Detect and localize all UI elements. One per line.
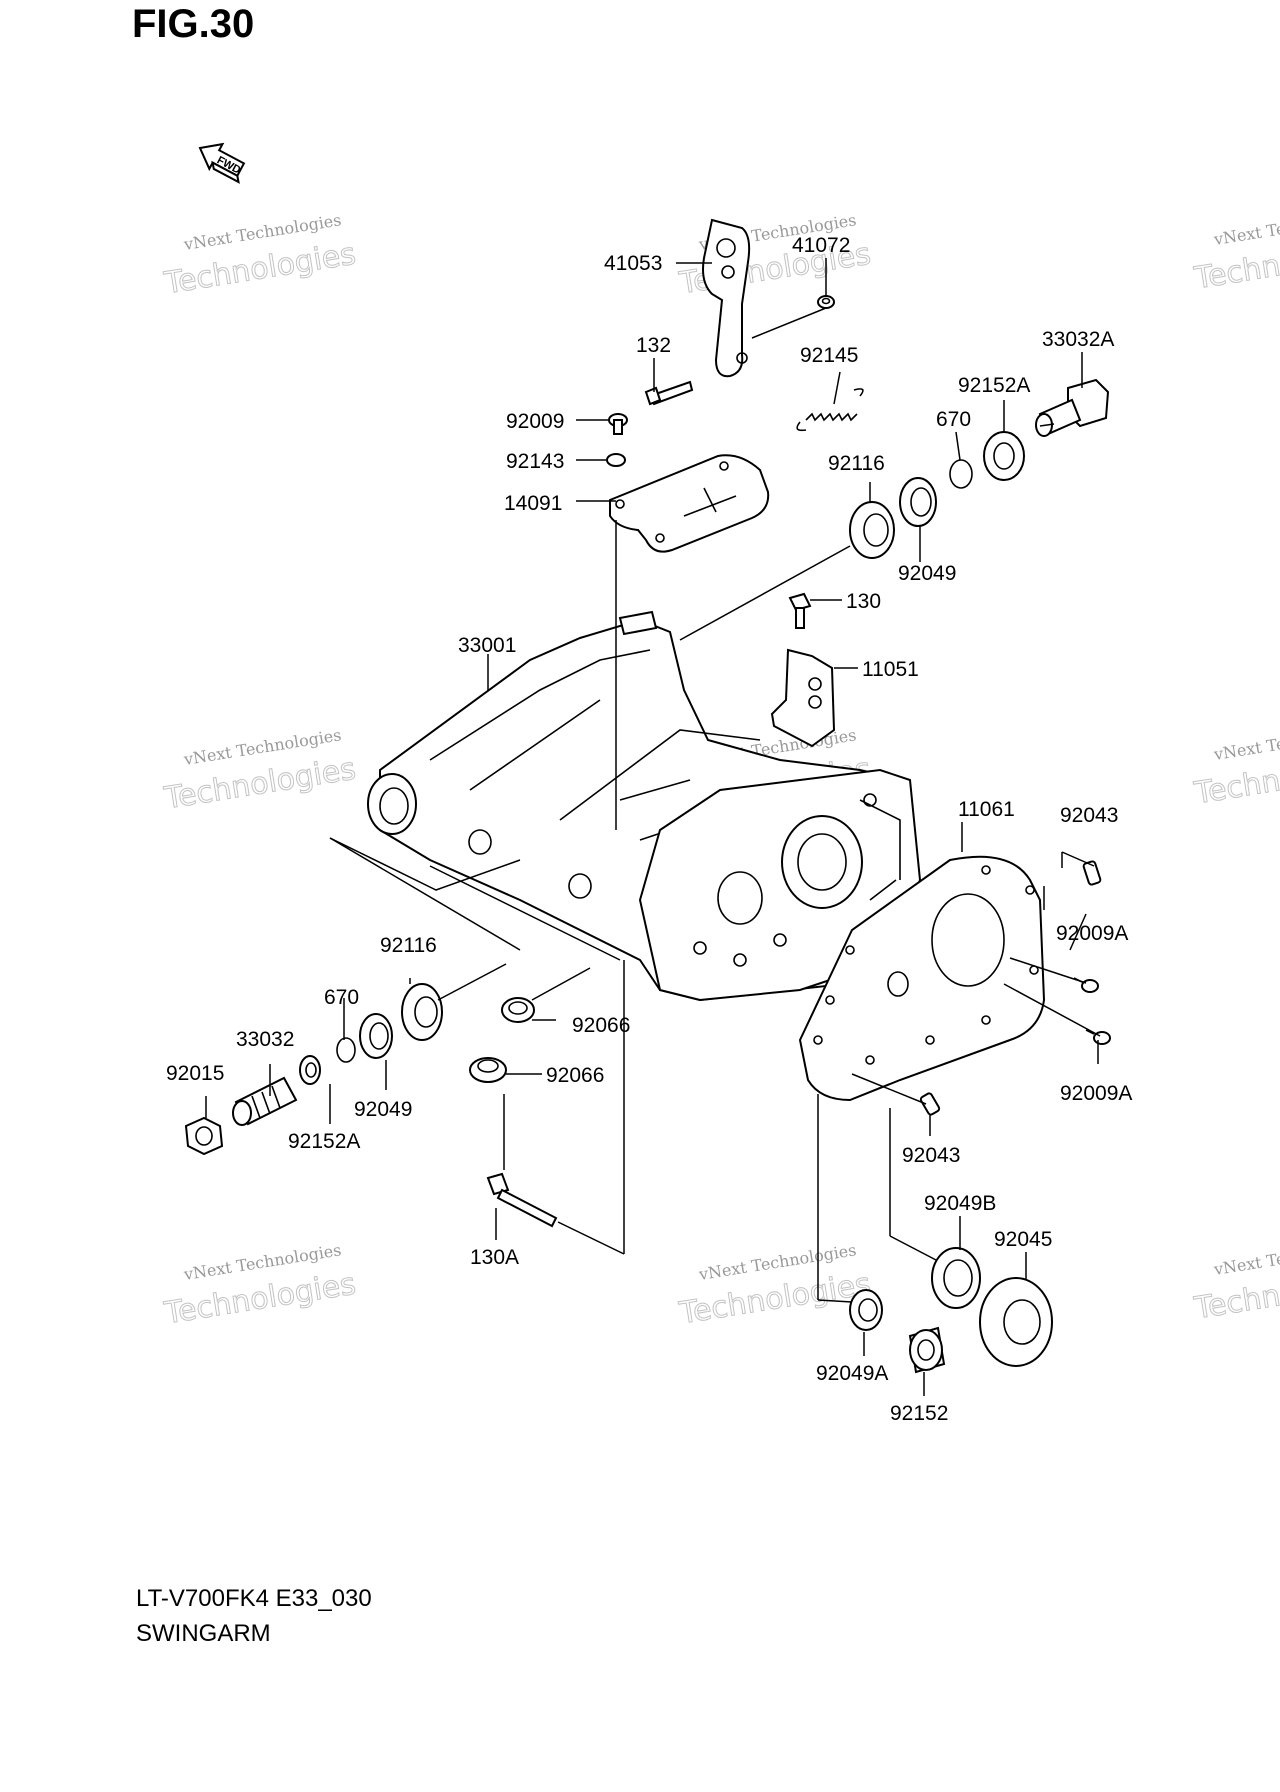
callout-14091: 14091	[504, 492, 562, 515]
callout-92066-upper: 92066	[572, 1014, 630, 1037]
callout-92066-lower: 92066	[546, 1064, 604, 1087]
callout-92145: 92145	[800, 344, 858, 367]
torque-link	[702, 218, 751, 378]
pivot-shaft-33032A	[1035, 378, 1110, 437]
section-name: SWINGARM	[136, 1620, 271, 1647]
callout-92152A: 92152A	[958, 374, 1030, 397]
leader-lines	[205, 258, 1101, 1396]
nut-41072	[817, 295, 835, 309]
dowel-pin-92043-top	[1082, 860, 1102, 886]
svg-text:vNext Technologies: vNext Technologies	[1212, 720, 1280, 764]
callout-92045: 92045	[994, 1228, 1052, 1251]
cover-plate-14091	[609, 454, 770, 553]
seal-92049-top	[899, 477, 937, 527]
callout-41072: 41072	[792, 234, 850, 257]
callout-11051: 11051	[862, 658, 919, 681]
callout-92009: 92009	[506, 410, 564, 433]
callout-92049-lower: 92049	[354, 1098, 412, 1121]
pivot-shaft-33032	[232, 1076, 298, 1126]
nut-92015	[184, 1116, 224, 1156]
seal-92049B	[931, 1247, 981, 1309]
callout-11061: 11061	[958, 798, 1015, 821]
callout-33032A: 33032A	[1042, 328, 1114, 351]
model-code: LT-V700FK4 E33_030	[136, 1585, 372, 1612]
watermark: vNext Technologies Technologies	[161, 1240, 359, 1332]
callout-33001: 33001	[458, 634, 516, 657]
callout-41053: 41053	[604, 252, 662, 275]
collar-92152	[908, 1326, 946, 1374]
bolt-132	[644, 380, 694, 406]
callout-670-lower: 670	[324, 986, 359, 1009]
callout-92015: 92015	[166, 1062, 224, 1085]
bearing-92116-top	[849, 501, 895, 559]
figure-title: FIG.30	[132, 2, 255, 46]
collar-92152A-lower	[299, 1055, 321, 1085]
seal-92049-lower	[359, 1013, 393, 1059]
bolt-130	[788, 592, 812, 629]
bolt-130A	[486, 1172, 558, 1228]
callout-92152: 92152	[890, 1402, 948, 1425]
bearing-92116-lower	[401, 983, 443, 1041]
callout-92049B: 92049B	[924, 1192, 996, 1215]
callout-92143: 92143	[506, 450, 564, 473]
callout-92152A-lower: 92152A	[288, 1130, 360, 1153]
seal-92049A	[849, 1289, 883, 1331]
watermark: vNext Technologies Technologies	[161, 210, 359, 302]
callout-92049A: 92049A	[816, 1362, 888, 1385]
washer-92143	[606, 453, 626, 467]
dowel-pin-92043-bottom	[919, 1092, 941, 1116]
watermark: vNext Technologies Technologies	[1191, 1235, 1280, 1327]
watermark: vNext Technologies Technologies	[676, 1240, 874, 1332]
callout-92116-lower: 92116	[380, 934, 437, 957]
callout-92049: 92049	[898, 562, 956, 585]
circlip-670-lower	[336, 1037, 356, 1063]
bracket-11051	[770, 648, 836, 748]
callout-92009A-upper: 92009A	[1056, 922, 1128, 945]
spring-92145	[796, 388, 864, 432]
watermark: vNext Technologies Technologies	[1191, 720, 1280, 812]
callout-92043-top: 92043	[1060, 804, 1118, 827]
svg-text:vNext Technologies: vNext Technologies	[1212, 1235, 1280, 1279]
watermark: vNext Technologies Technologies	[1191, 205, 1280, 297]
grommet-92066-lower	[469, 1057, 507, 1083]
callout-33032: 33032	[236, 1028, 294, 1051]
screw-92009	[608, 413, 628, 435]
collar-92152A-top	[983, 431, 1025, 481]
callout-670: 670	[936, 408, 971, 431]
callout-labels: 41053 41072 132 92145 33032A 92152A 670 …	[166, 234, 1132, 1425]
fwd-arrow-icon: FWD	[198, 142, 246, 184]
callout-130A: 130A	[470, 1246, 519, 1269]
bearing-92045	[979, 1277, 1053, 1367]
callout-132: 132	[636, 334, 671, 357]
circlip-670-top	[949, 459, 973, 489]
svg-text:vNext Technologies: vNext Technologies	[1212, 205, 1280, 249]
callout-92009A-lower: 92009A	[1060, 1082, 1132, 1105]
callout-130: 130	[846, 590, 881, 613]
swingarm-33001	[367, 610, 922, 1002]
grommet-92066-upper	[501, 997, 535, 1023]
watermark: vNext Technologies Technologies	[161, 725, 359, 817]
callout-92043-bottom: 92043	[902, 1144, 960, 1167]
callout-92116: 92116	[828, 452, 885, 475]
